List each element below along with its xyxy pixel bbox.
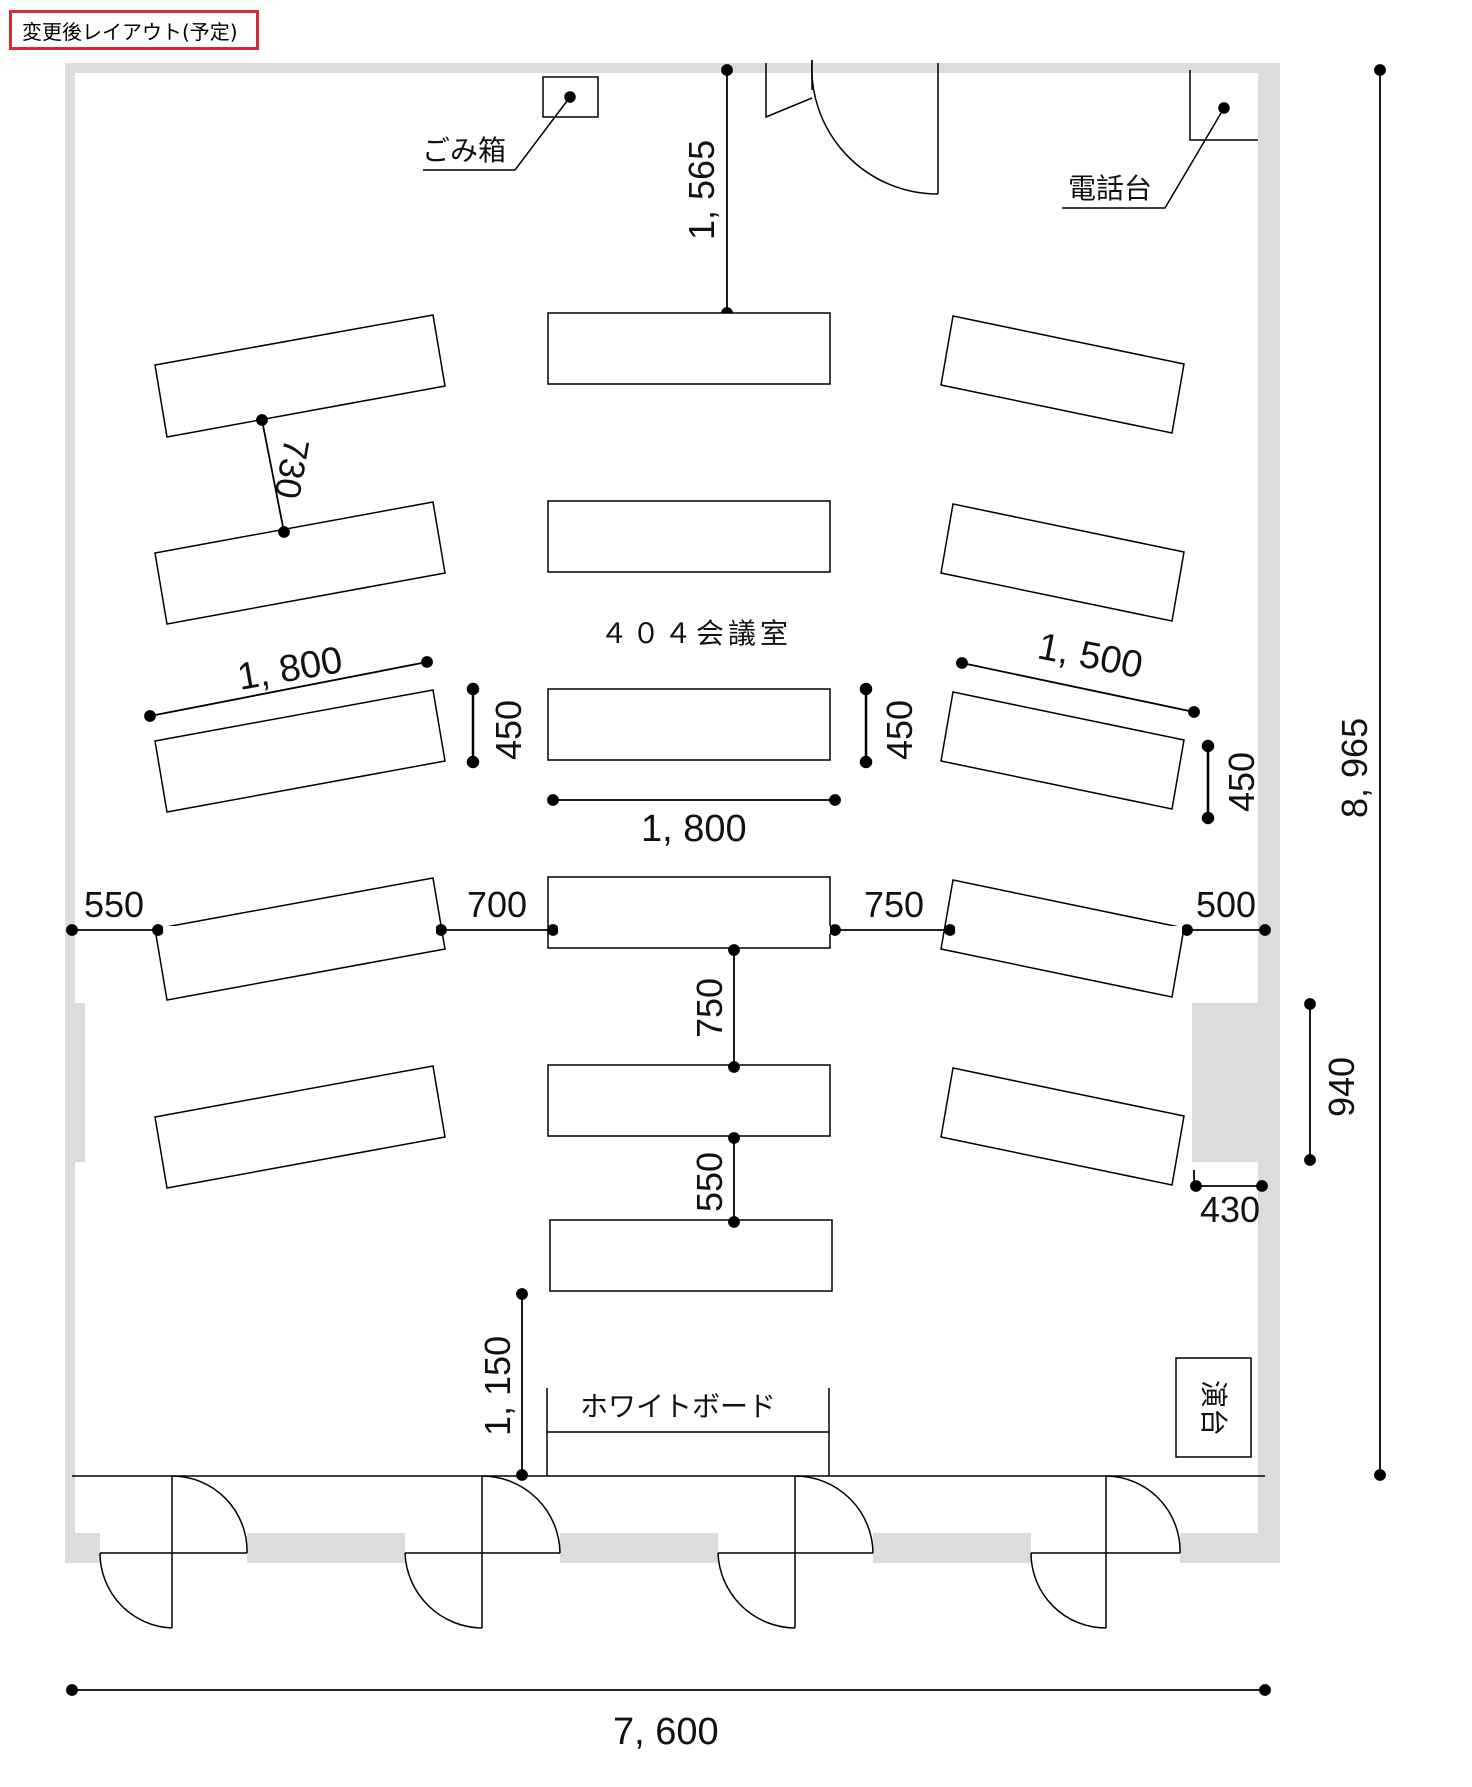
dim-row-masks: [163, 926, 1182, 934]
center-table-2: [547, 500, 831, 573]
bottom-door-1: [99, 1475, 248, 1629]
dim-left-table-depth-text: 450: [488, 700, 529, 760]
right-tables: [940, 315, 1185, 1186]
dim-door-to-table-text: 1, 565: [681, 140, 722, 240]
trash-label: ごみ箱: [422, 134, 506, 167]
center-table-6: [549, 1219, 833, 1292]
bottom-door-2: [404, 1475, 561, 1629]
left-table-1: [154, 314, 446, 438]
dim-left-aisle-text: 700: [467, 884, 527, 925]
dim-right-table-length: [956, 657, 1200, 718]
dim-room-width: [66, 1684, 1271, 1696]
left-table-3: [154, 689, 446, 813]
bottom-door-3: [717, 1475, 874, 1629]
dim-pillar-depth-text: 430: [1200, 1189, 1260, 1230]
right-table-2: [940, 503, 1185, 622]
dim-left-table-length-text: 1, 800: [234, 639, 345, 699]
phone-label: 電話台: [1068, 172, 1152, 205]
pillar-left: [65, 1003, 85, 1162]
podium-label: 演台: [1197, 1380, 1230, 1436]
center-table-4: [547, 876, 831, 949]
left-table-4: [154, 877, 446, 1001]
dim-left-table-length: [144, 656, 433, 722]
bottom-doors: [99, 1475, 1181, 1629]
whiteboard-label: ホワイトボード: [580, 1390, 776, 1423]
dim-right-table-depth-text: 450: [1221, 752, 1262, 812]
center-table-5: [547, 1064, 831, 1137]
dim-diagonal-gap: [256, 414, 290, 538]
dim-center-table-length-text: 1, 800: [641, 808, 747, 850]
dim-right-wall-gap-text: 500: [1196, 884, 1256, 925]
wall-bottom-5: [1180, 1533, 1280, 1563]
wall-bottom-2: [247, 1533, 405, 1563]
center-table-1: [547, 312, 831, 385]
dim-door-to-table: [721, 64, 733, 319]
trash-box: [423, 76, 599, 171]
left-tables: [154, 314, 446, 1189]
dim-room-depth-text: 8, 965: [1334, 718, 1375, 818]
dim-depths: [466, 682, 1215, 825]
wall-bottom-1: [65, 1533, 100, 1563]
dim-center-row-gap: [728, 944, 740, 1073]
dim-room-width-text: 7, 600: [613, 1711, 719, 1753]
wall-bottom-4: [873, 1533, 1031, 1563]
dim-center-table-length: [547, 794, 841, 806]
right-table-3: [940, 691, 1185, 810]
dim-center-row-gap-text: 750: [689, 978, 730, 1038]
dim-center-row-gap-lower-text: 550: [689, 1152, 730, 1212]
left-table-2: [154, 501, 446, 625]
right-table-4: [940, 879, 1185, 998]
dim-diagonal-gap-text: 730: [267, 436, 318, 502]
podium: [1175, 1357, 1252, 1458]
wall-top: [65, 63, 1280, 73]
phone-stand: [1062, 70, 1258, 209]
pillar-right: [1192, 1003, 1258, 1162]
dim-room-depth: [1374, 64, 1386, 1481]
dim-pillar: [1190, 998, 1316, 1192]
dim-left-wall-gap-text: 550: [84, 884, 144, 925]
dim-right-table-length-text: 1, 500: [1034, 626, 1146, 687]
whiteboard: [546, 1388, 830, 1476]
dim-right-aisle-text: 750: [864, 884, 924, 925]
center-table-3: [547, 688, 831, 761]
dim-whiteboard-gap: [516, 1288, 528, 1481]
right-table-5: [940, 1067, 1185, 1186]
top-door: [765, 59, 939, 195]
wall-left-lower: [65, 1162, 75, 1562]
dim-pillar-height-text: 940: [1321, 1057, 1362, 1117]
layout-title: 変更後レイアウト(予定): [9, 10, 259, 50]
wall-left-upper: [65, 63, 75, 1003]
right-table-1: [940, 315, 1185, 434]
dim-center-table-depth-text: 450: [879, 700, 920, 760]
dim-whiteboard-gap-text: 1, 150: [477, 1336, 518, 1436]
wall-right: [1258, 63, 1280, 1563]
left-table-5: [154, 1065, 446, 1189]
walls: [65, 63, 1280, 1563]
center-tables: [547, 312, 833, 1292]
dim-center-row-gap-lower: [728, 1132, 740, 1228]
bottom-door-4: [1030, 1475, 1181, 1629]
room-name: ４０４会議室: [600, 617, 792, 650]
wall-bottom-3: [560, 1533, 718, 1563]
